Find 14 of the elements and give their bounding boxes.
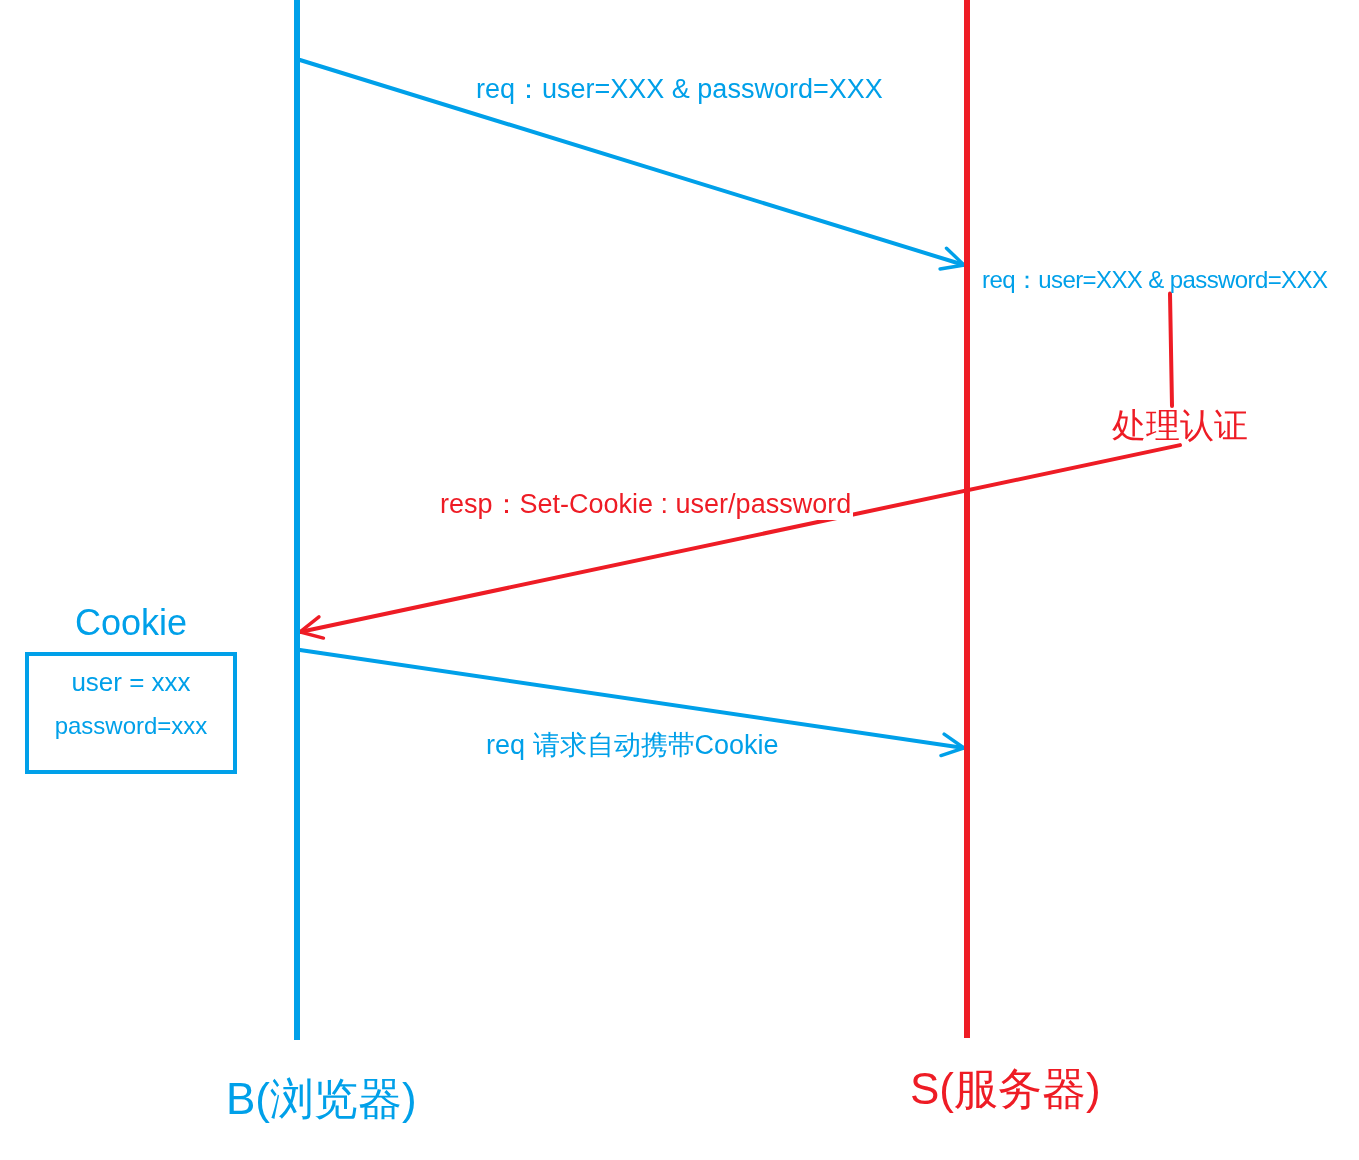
edge-label: req 请求自动携带Cookie: [484, 730, 781, 762]
process-label: 处理认证: [1112, 406, 1248, 446]
box-text: user = xxx: [70, 668, 192, 698]
arrow: [298, 58, 966, 271]
connector-line: [1168, 291, 1174, 408]
box-heading: Cookie: [73, 602, 189, 644]
lifeline-label: B(浏览器): [226, 1074, 417, 1125]
arrow: [298, 648, 966, 758]
lifeline-label: S(服务器): [910, 1064, 1101, 1115]
arrow: [298, 443, 1182, 640]
message-label: req：user=XXX & password=XXX: [982, 266, 1328, 294]
box-text: password=xxx: [53, 712, 209, 740]
lifeline: [964, 0, 970, 1038]
lifeline: [294, 0, 300, 1040]
